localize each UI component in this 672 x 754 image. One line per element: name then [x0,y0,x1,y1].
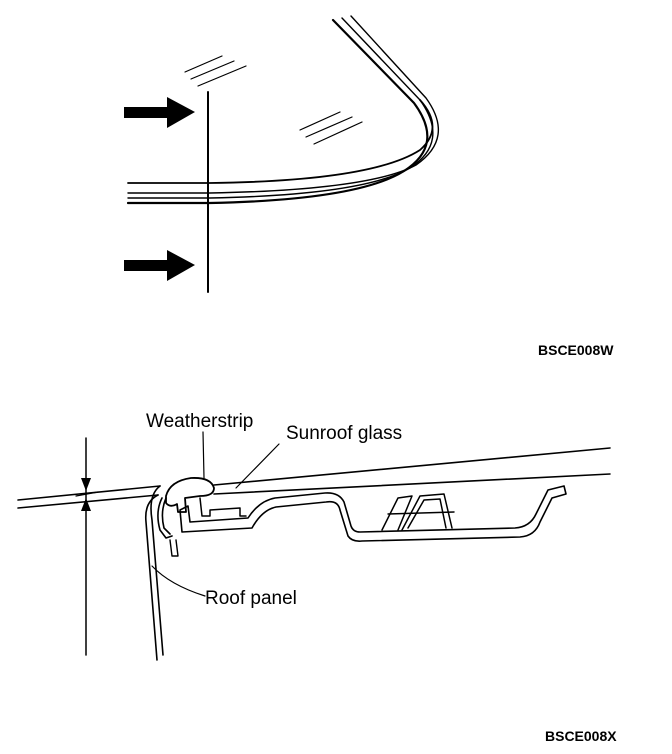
top-figure: BSCE008W [124,15,614,358]
bottom-figure: Weatherstrip Sunroof glass Roof panel BS… [17,411,617,744]
sunroof-glass-label: Sunroof glass [286,423,402,444]
dimension-marker [75,437,99,656]
sunroof-frame [179,485,567,542]
arrow-upper [124,97,195,128]
roof-panel [17,485,164,661]
figure-code-top: BSCE008W [538,342,614,358]
leader-lines [151,431,280,597]
weatherstrip-seal [157,477,215,557]
weatherstrip-label: Weatherstrip [146,411,253,432]
figure-code-bottom: BSCE008X [545,728,617,744]
sunroof-glass-panel [213,447,611,495]
roof-panel-label: Roof panel [205,588,297,609]
sunroof-glass-outline [126,15,440,205]
glass-reflection-marks [184,55,363,145]
arrow-lower [124,250,195,281]
